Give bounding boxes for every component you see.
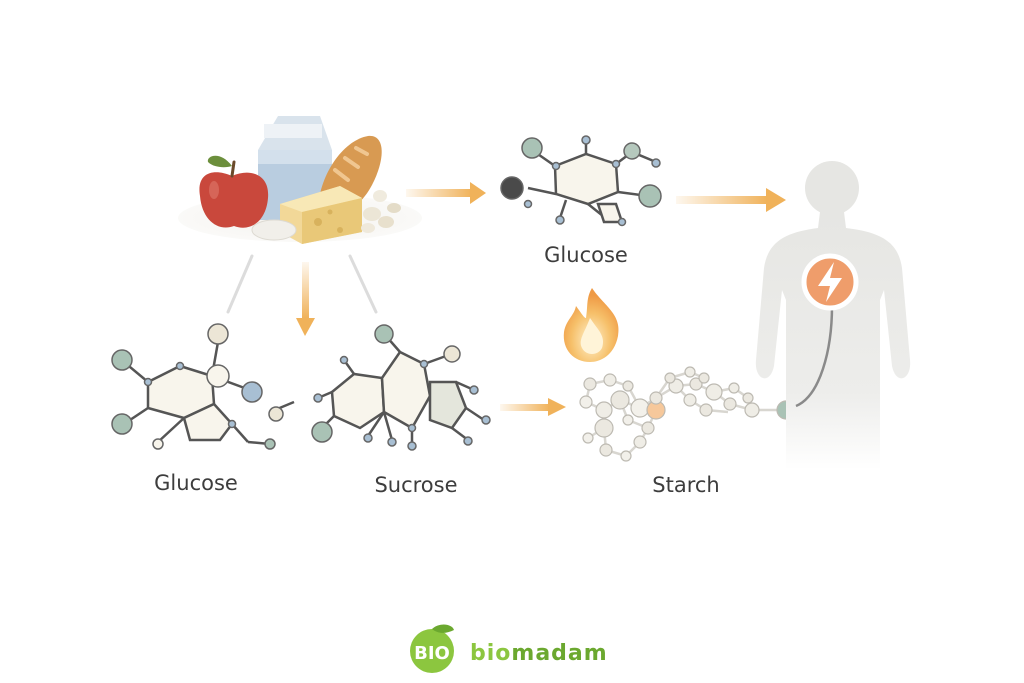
logo-badge-text: BIO [414,643,450,664]
arrow-food-to-glucose [406,182,486,204]
food-plate-illustration [178,116,422,244]
flame-icon [563,288,619,362]
connector-line-right [348,254,378,314]
arrow-food-down [296,262,315,336]
pill [251,219,297,241]
arrow-glucose-to-body [676,188,786,212]
arrow-sucrose-to-starch [500,398,566,416]
cheese-block [280,186,362,244]
glucose-molecule-top [527,142,657,224]
glucose-bottom-atoms [111,323,284,450]
label-sucrose: Sucrose [374,473,457,497]
connector-line-left [226,254,254,314]
label-starch: Starch [652,473,719,497]
sucrose-atoms [311,324,491,451]
apple [199,155,269,228]
human-body-silhouette [755,161,911,470]
glucose-molecule-bottom [123,341,295,446]
beans [361,190,401,233]
logo-brand-text: biomadam [470,641,608,666]
label-glucose-bottom: Glucose [154,471,238,495]
sucrose-molecule [317,335,485,444]
glucose-top-atoms [500,135,662,227]
label-glucose-top: Glucose [544,243,628,267]
starch-chain [579,366,796,462]
biomadam-logo: BIO biomadam [410,624,608,673]
